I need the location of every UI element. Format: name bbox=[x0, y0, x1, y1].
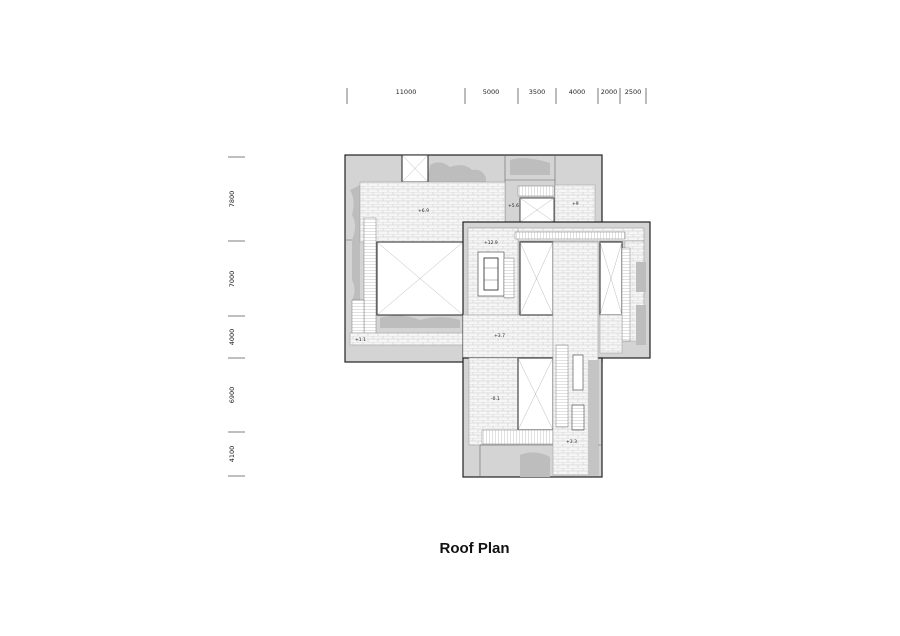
level-label: +9 bbox=[572, 201, 579, 207]
dim-label: 4000 bbox=[228, 329, 236, 346]
dim-label: 4000 bbox=[569, 88, 586, 96]
dim-label: 4100 bbox=[228, 446, 236, 463]
level-labels: +6.9 +5.6 +9 +12.9 +3.7 +1.1 -0.1 +3.3 bbox=[355, 201, 579, 445]
level-label: -0.1 bbox=[491, 396, 500, 402]
dim-label: 7800 bbox=[228, 191, 236, 208]
level-label: +6.9 bbox=[418, 208, 429, 214]
level-label: +1.1 bbox=[355, 337, 366, 343]
level-label: +5.6 bbox=[508, 203, 519, 209]
level-label: +12.9 bbox=[484, 240, 498, 246]
dim-label: 7000 bbox=[228, 271, 236, 288]
dim-label: 5000 bbox=[483, 88, 500, 96]
horizontal-dimension-labels: 11000 5000 3500 4000 2000 2500 bbox=[396, 88, 642, 96]
level-label: +3.3 bbox=[566, 439, 577, 445]
central-walkway bbox=[552, 241, 599, 476]
level-label: +3.7 bbox=[494, 333, 505, 339]
drawing-title: Roof Plan bbox=[439, 540, 510, 557]
dim-label: 2000 bbox=[601, 88, 618, 96]
horizontal-dimension-line bbox=[346, 88, 647, 104]
vertical-dimension-line bbox=[228, 156, 245, 477]
vertical-dimension-labels: 7800 7000 4000 6900 4100 bbox=[228, 191, 236, 463]
dim-label: 2500 bbox=[625, 88, 642, 96]
planting bbox=[350, 158, 550, 328]
dim-label: 3500 bbox=[529, 88, 546, 96]
dim-label: 6900 bbox=[228, 387, 236, 404]
dim-label: 11000 bbox=[396, 88, 417, 96]
